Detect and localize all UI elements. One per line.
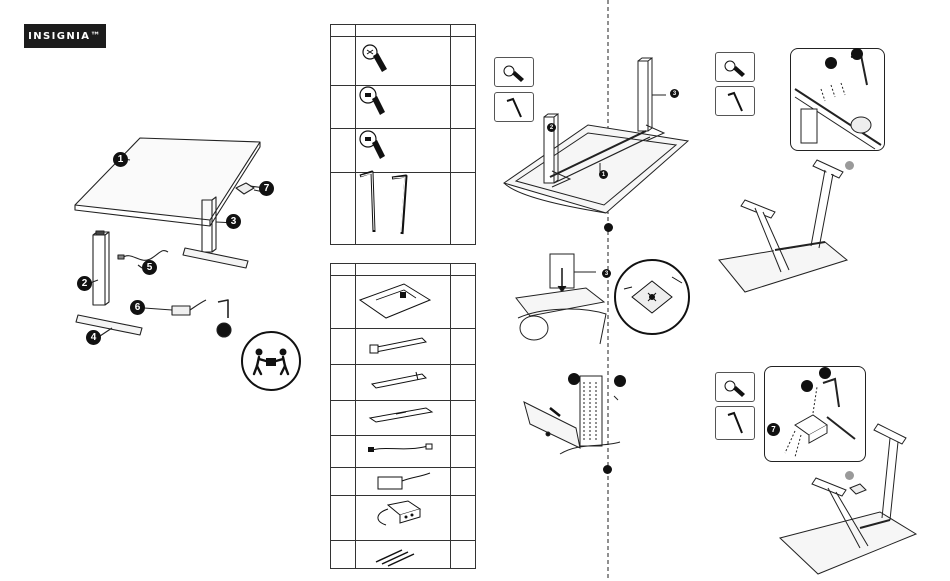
- step1-callout-top: 1: [599, 170, 608, 179]
- step4-frame-diagram: [715, 150, 850, 300]
- screw-icon: [824, 56, 838, 70]
- desk-top-part: [356, 278, 436, 326]
- step1-frame-assembly-diagram: [496, 55, 696, 220]
- allen-key-icon: [818, 366, 832, 380]
- hardware-screw-box: [715, 52, 755, 82]
- allen-key-icon: [850, 47, 864, 61]
- allen-key-icon: [716, 87, 756, 117]
- cable-part: [366, 438, 436, 460]
- allen-key-icon: [716, 407, 756, 441]
- clip-part: [372, 542, 432, 568]
- screw-icon: [360, 42, 390, 76]
- step2-bracket-diagram: [510, 248, 610, 348]
- step4-detail-diagram: [791, 49, 886, 152]
- callout-leg-right: 3: [226, 214, 241, 229]
- leg-part: [366, 368, 432, 394]
- callout-power-adapter: 6: [130, 300, 145, 315]
- callout-frame-leg: 2: [77, 276, 92, 291]
- step2-callout-leg: 3: [602, 269, 611, 278]
- step5-frame-diagram: [770, 418, 920, 578]
- divider-marker: [604, 223, 613, 232]
- screw-icon: [357, 84, 389, 120]
- two-person-lift-icon: [240, 330, 302, 392]
- screw-icon: [800, 379, 814, 393]
- foot-part: [366, 404, 436, 426]
- screw-icon: [716, 373, 756, 403]
- allen-key-icon: [356, 170, 420, 240]
- hardware-screw-box: [715, 372, 755, 402]
- callout-desk-top: 1: [113, 152, 128, 167]
- screw-icon: [567, 372, 581, 386]
- step1-callout-leg: 3: [670, 89, 679, 98]
- brand-logo: INSIGNIA™: [24, 24, 106, 48]
- controller-part: [366, 497, 432, 531]
- hardware-key-box: [715, 86, 755, 116]
- callout-controller: 7: [259, 181, 274, 196]
- hardware-key-box: [715, 406, 755, 440]
- step2-detail-zoom: [612, 257, 692, 337]
- callout-foot: 4: [86, 330, 101, 345]
- screw-icon: [716, 53, 756, 83]
- power-adapter-part: [372, 469, 436, 493]
- step1-callout-frame: 2: [547, 123, 556, 132]
- allen-key-icon: [613, 374, 627, 388]
- screw-icon: [357, 128, 389, 164]
- callout-cable: 5: [142, 260, 157, 275]
- leg-part: [366, 332, 432, 358]
